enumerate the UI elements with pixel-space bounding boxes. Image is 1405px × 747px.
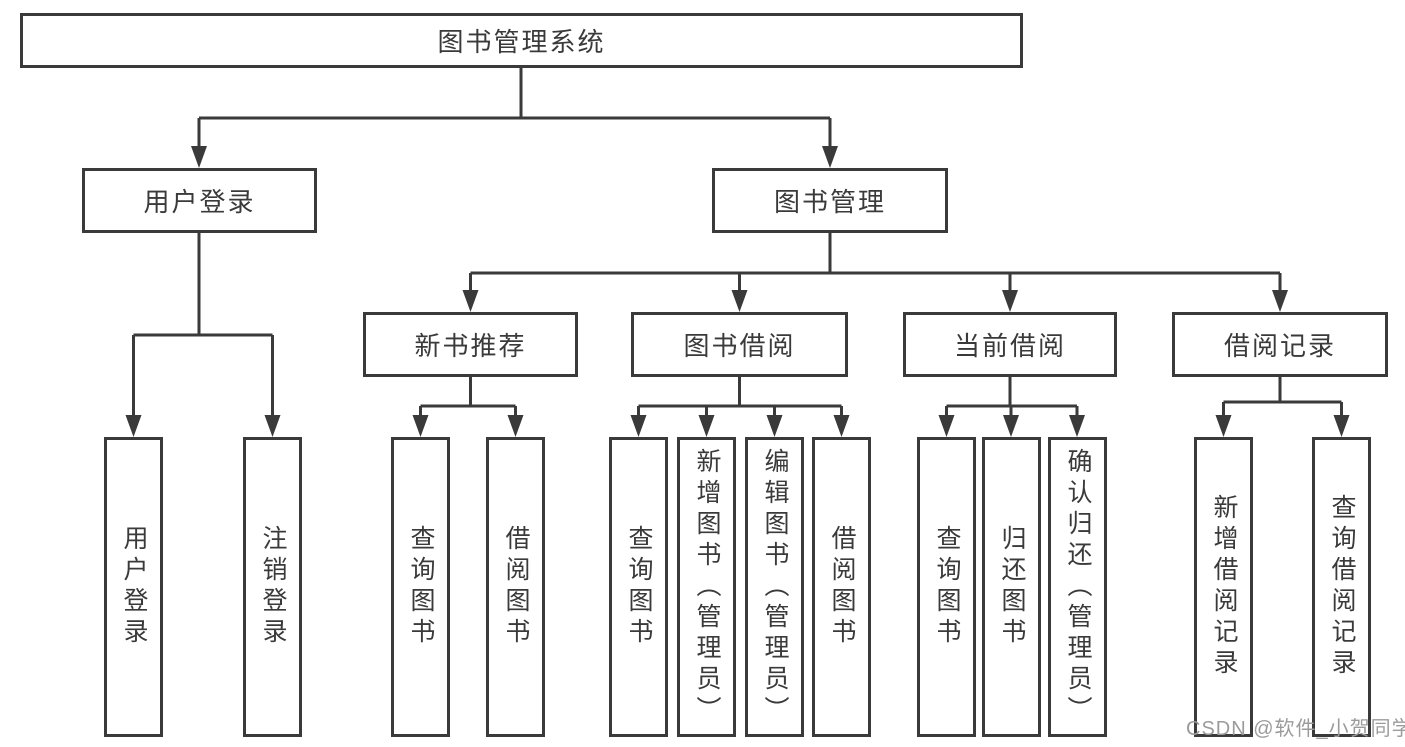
node-label: 借阅图书 xyxy=(502,525,530,649)
node-label: 新增图书（管理员） xyxy=(693,447,721,727)
node-current-borrowing: 当前借阅 xyxy=(903,312,1117,377)
node-label: 查询借阅记录 xyxy=(1328,494,1356,680)
arrow-down-icon xyxy=(1003,415,1019,437)
leaf-query-books-borrowing: 查询图书 xyxy=(609,437,668,737)
arrow-down-icon xyxy=(1002,290,1018,312)
node-book-borrowing: 图书借阅 xyxy=(631,312,848,377)
leaf-edit-books-admin: 编辑图书（管理员） xyxy=(745,437,804,737)
arrow-down-icon xyxy=(731,290,748,312)
leaf-query-books-current: 查询图书 xyxy=(917,437,976,737)
arrow-down-icon xyxy=(412,415,429,437)
node-borrowing-records: 借阅记录 xyxy=(1172,312,1388,377)
arrow-down-icon xyxy=(462,290,479,312)
node-label: 注销登录 xyxy=(259,525,287,649)
node-book-management: 图书管理 xyxy=(712,168,948,233)
leaf-query-borrow-record: 查询借阅记录 xyxy=(1312,437,1371,737)
node-label: 查询图书 xyxy=(407,525,435,649)
arrow-down-icon xyxy=(1333,415,1350,437)
arrow-down-icon xyxy=(1215,415,1232,437)
arrow-down-icon xyxy=(822,146,838,168)
arrow-down-icon xyxy=(1272,290,1288,312)
node-label: 查询图书 xyxy=(625,525,653,649)
node-label: 确认归还（管理员） xyxy=(1064,447,1092,727)
arrow-down-icon xyxy=(125,415,142,437)
leaf-user-login: 用户登录 xyxy=(104,437,163,737)
arrow-down-icon xyxy=(630,415,647,437)
arrow-down-icon xyxy=(264,415,281,437)
node-label: 图书管理 xyxy=(773,187,886,217)
node-label: 借阅记录 xyxy=(1223,331,1336,361)
arrow-down-icon xyxy=(833,415,850,437)
node-label: 新书推荐 xyxy=(414,331,527,361)
node-label: 编辑图书（管理员） xyxy=(761,447,789,727)
leaf-borrow-books-recommendation: 借阅图书 xyxy=(486,437,545,737)
leaf-confirm-return-admin: 确认归还（管理员） xyxy=(1048,437,1107,737)
arrow-down-icon xyxy=(938,415,955,437)
arrow-down-icon xyxy=(698,415,715,437)
node-label: 当前借阅 xyxy=(953,331,1066,361)
csdn-watermark: CSDN @软件_小贺同学 xyxy=(1186,718,1405,740)
node-label: 新增借阅记录 xyxy=(1210,494,1238,680)
arrow-down-icon xyxy=(1069,415,1085,437)
leaf-borrow-books-borrowing: 借阅图书 xyxy=(812,437,871,737)
node-library-management-system: 图书管理系统 xyxy=(20,13,1023,68)
node-label: 借阅图书 xyxy=(828,525,856,649)
leaf-add-borrow-record: 新增借阅记录 xyxy=(1194,437,1253,737)
node-user-login: 用户登录 xyxy=(82,168,317,233)
leaf-logout: 注销登录 xyxy=(243,437,302,737)
node-label: 图书管理系统 xyxy=(437,27,606,57)
leaf-query-books-recommendation: 查询图书 xyxy=(391,437,450,737)
node-label: 归还图书 xyxy=(998,525,1026,649)
arrow-down-icon xyxy=(191,146,207,168)
arrow-down-icon xyxy=(507,415,524,437)
leaf-add-books-admin: 新增图书（管理员） xyxy=(677,437,736,737)
node-label: 用户登录 xyxy=(120,525,148,649)
arrow-down-icon xyxy=(766,415,783,437)
node-label: 图书借阅 xyxy=(683,331,796,361)
node-label: 用户登录 xyxy=(143,187,256,217)
leaf-return-books: 归还图书 xyxy=(982,437,1041,737)
node-new-book-recommendation: 新书推荐 xyxy=(363,312,578,377)
node-label: 查询图书 xyxy=(933,525,961,649)
